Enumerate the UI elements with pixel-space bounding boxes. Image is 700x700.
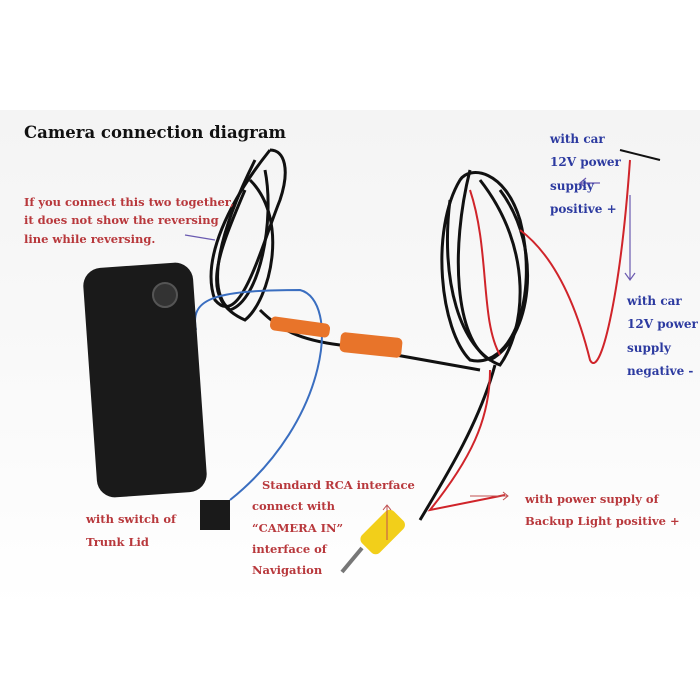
rca-line: connect with bbox=[252, 499, 335, 514]
rca-pin bbox=[340, 546, 364, 574]
orange-connector-1 bbox=[269, 316, 331, 338]
positive-line: with car bbox=[550, 132, 605, 146]
rca-line: Standard RCA interface bbox=[262, 478, 415, 492]
rca-yellow-plug bbox=[360, 509, 405, 555]
camera-handle-housing bbox=[83, 262, 207, 498]
note-line: it does not show the reversing bbox=[24, 213, 219, 228]
trunk-switch-connector bbox=[200, 500, 230, 530]
backup-line: with power supply of bbox=[525, 492, 659, 506]
negative-line: supply bbox=[627, 340, 671, 355]
orange-connector-2 bbox=[339, 332, 403, 358]
positive-line: 12V power bbox=[550, 155, 621, 170]
negative-line: negative - bbox=[627, 364, 694, 379]
diagram-title: Camera connection diagram bbox=[24, 123, 287, 142]
left-cable-coil bbox=[209, 148, 481, 372]
positive-label: with car 12V power supply positive + bbox=[550, 128, 621, 222]
camera-lens bbox=[152, 282, 178, 308]
red-power-wires bbox=[427, 159, 631, 512]
rca-label: Standard RCA interface connect with “CAM… bbox=[252, 475, 415, 581]
trunk-line: with switch of bbox=[86, 512, 176, 526]
positive-line: supply bbox=[550, 178, 594, 193]
negative-line: 12V power bbox=[627, 317, 698, 332]
negative-line: with car bbox=[627, 294, 682, 308]
note-line: line while reversing. bbox=[24, 231, 156, 246]
trunk-label: with switch of Trunk Lid bbox=[86, 508, 176, 554]
rca-line: Navigation bbox=[252, 563, 323, 578]
annotation-arrows bbox=[184, 177, 636, 282]
rca-line: interface of bbox=[252, 541, 327, 556]
backup-line: Backup Light positive + bbox=[525, 513, 680, 528]
trunk-line: Trunk Lid bbox=[86, 535, 149, 549]
positive-line: positive + bbox=[550, 202, 617, 217]
note-line: If you connect this two together, bbox=[24, 195, 235, 209]
rca-line: “CAMERA IN” bbox=[252, 520, 344, 535]
right-cable-coil bbox=[418, 169, 529, 521]
connect-note-label: If you connect this two together, it doe… bbox=[24, 193, 234, 248]
backup-light-label: with power supply of Backup Light positi… bbox=[525, 489, 680, 533]
negative-label: with car 12V power supply negative - bbox=[627, 290, 698, 384]
switch-wire bbox=[194, 288, 323, 501]
